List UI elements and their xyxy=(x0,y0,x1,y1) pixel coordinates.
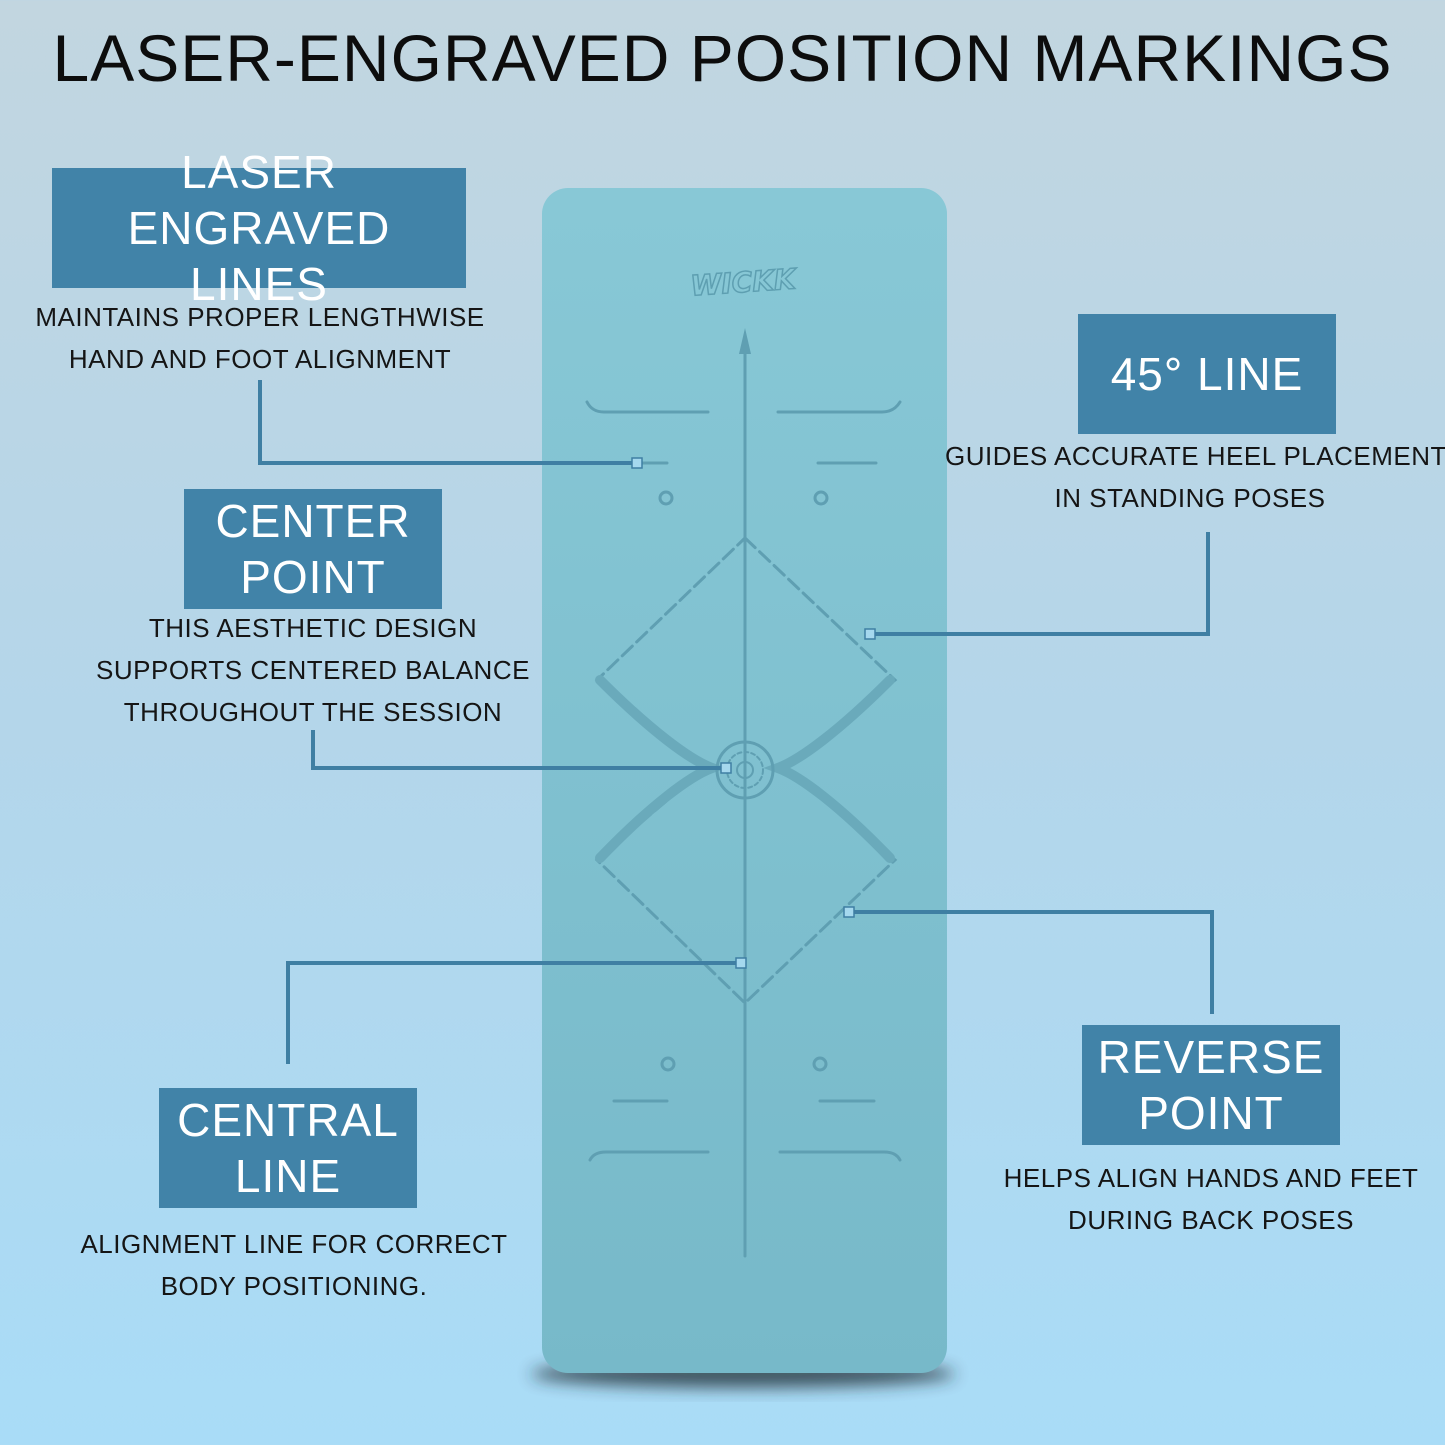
laser-lines-description: MAINTAINS PROPER LENGTHWISE HAND AND FOO… xyxy=(30,296,490,380)
laser-lines-title-line-2: LINES xyxy=(190,258,328,310)
line-45-desc-line-2: IN STANDING POSES xyxy=(1054,483,1326,513)
top-right-hand-line xyxy=(776,400,902,414)
central-line-marker xyxy=(735,957,747,969)
center-point-connector xyxy=(311,730,726,770)
central-line-title-line-1: CENTRAL xyxy=(177,1094,399,1146)
reverse-point-description: HELPS ALIGN HANDS AND FEET DURING BACK P… xyxy=(990,1157,1432,1241)
central-line-label: CENTRAL LINE xyxy=(159,1088,417,1208)
line-45-connector xyxy=(870,532,1210,636)
center-point-desc-line-2: SUPPORTS CENTERED BALANCE xyxy=(96,655,530,685)
bottom-left-hand-line xyxy=(588,1150,710,1162)
central-line-desc-line-2: BODY POSITIONING. xyxy=(160,1271,428,1301)
top-right-dot xyxy=(813,490,829,506)
bottom-right-dot xyxy=(812,1056,828,1072)
reverse-point-marker xyxy=(843,906,855,918)
line-45-description: GUIDES ACCURATE HEEL PLACEMENT IN STANDI… xyxy=(945,435,1445,519)
center-point-label: CENTER POINT xyxy=(184,489,442,609)
center-point-marker xyxy=(720,762,732,774)
laser-lines-desc-line-2: HAND AND FOOT ALIGNMENT xyxy=(68,344,452,374)
laser-lines-marker xyxy=(631,457,643,469)
reverse-point-label: REVERSE POINT xyxy=(1082,1025,1340,1145)
reverse-point-title-line-1: REVERSE xyxy=(1097,1031,1325,1083)
laser-lines-label: LASER ENGRAVED LINES xyxy=(52,146,466,310)
callout-connectors xyxy=(258,380,1214,1064)
reverse-point-desc-line-1: HELPS ALIGN HANDS AND FEET xyxy=(1003,1163,1419,1193)
center-point-title-line-1: CENTER xyxy=(215,495,411,547)
line-45-marker xyxy=(864,628,876,640)
laser-lines-desc-line-1: MAINTAINS PROPER LENGTHWISE xyxy=(35,302,485,332)
center-point-desc-line-1: THIS AESTHETIC DESIGN xyxy=(148,613,478,643)
line-45-desc-line-1: GUIDES ACCURATE HEEL PLACEMENT xyxy=(945,441,1445,471)
right-balance-curve xyxy=(763,675,895,863)
line-45-label: 45° LINE xyxy=(1078,314,1336,434)
central-arrow-tip xyxy=(739,328,751,354)
center-mandala-inner xyxy=(736,761,754,779)
central-line-title-line-2: LINE xyxy=(234,1150,342,1202)
center-point-title-line-2: POINT xyxy=(240,551,386,603)
page-title: LASER-ENGRAVED POSITION MARKINGS xyxy=(52,21,1393,95)
central-line-desc-line-1: ALIGNMENT LINE FOR CORRECT xyxy=(80,1229,508,1259)
line-45-title: 45° LINE xyxy=(1110,348,1304,400)
center-point-description: THIS AESTHETIC DESIGN SUPPORTS CENTERED … xyxy=(90,607,536,733)
bottom-right-hand-line xyxy=(778,1150,902,1162)
laser-lines-connector xyxy=(258,380,637,465)
reverse-point-connector xyxy=(849,910,1214,1014)
center-point-desc-line-3: THROUGHOUT THE SESSION xyxy=(123,697,503,727)
reverse-point-desc-line-2: DURING BACK POSES xyxy=(1068,1205,1354,1235)
central-line-description: ALIGNMENT LINE FOR CORRECT BODY POSITION… xyxy=(64,1223,524,1307)
central-line-connector xyxy=(286,961,741,1064)
top-left-dot xyxy=(658,490,674,506)
reverse-point-title-line-2: POINT xyxy=(1138,1087,1284,1139)
callout-markers xyxy=(631,457,876,969)
top-left-hand-line xyxy=(585,400,710,414)
bottom-left-dot xyxy=(660,1056,676,1072)
laser-lines-title-line-1: LASER ENGRAVED xyxy=(127,146,391,254)
